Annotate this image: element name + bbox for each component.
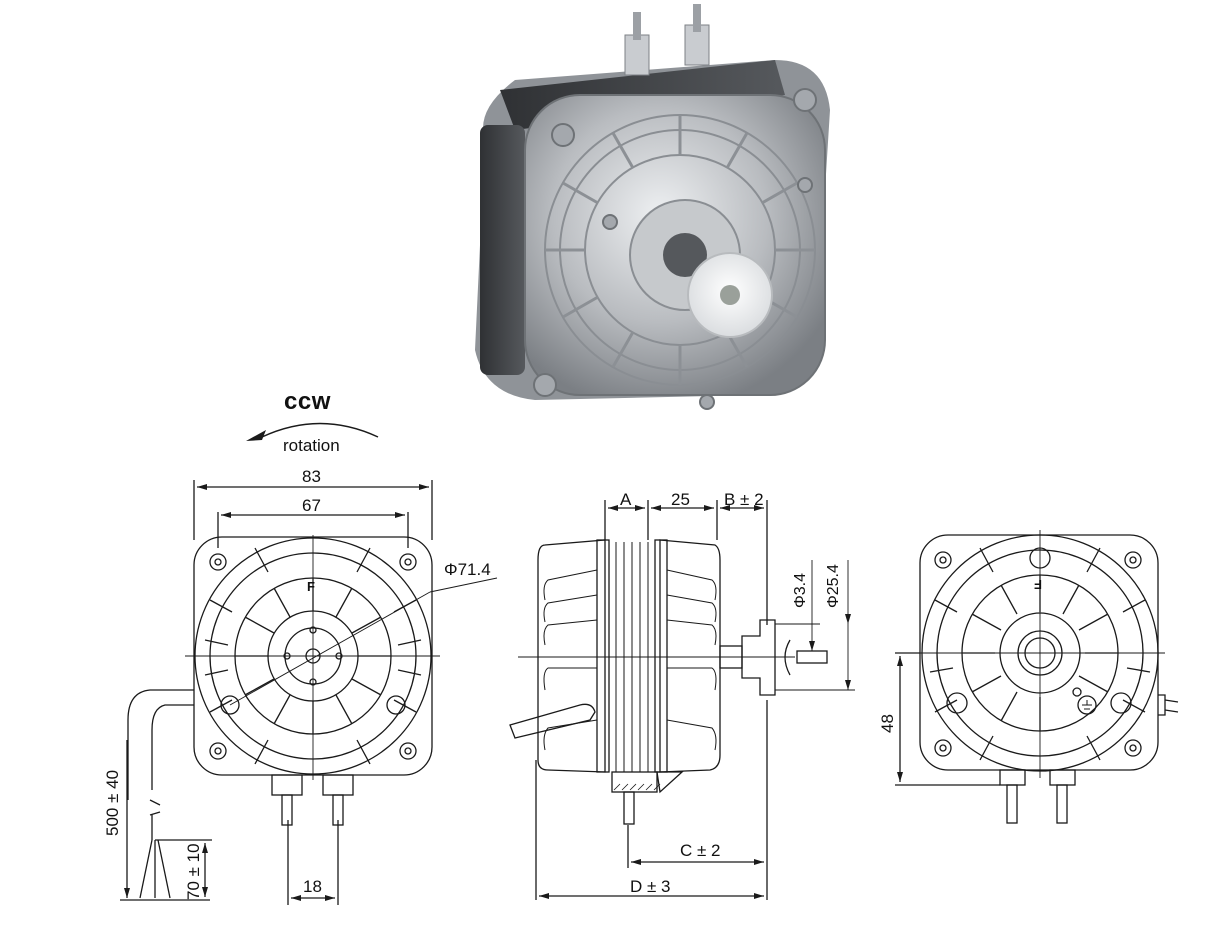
dim-b: B ± 2 (724, 490, 764, 509)
front-view-drawing (120, 480, 498, 905)
dim-terminal-spacing: 18 (303, 877, 322, 896)
dim-stack-length: 25 (671, 490, 690, 509)
rotation-direction-label: ccw (284, 388, 331, 415)
rear-view-drawing (895, 530, 1179, 824)
front-face-marker: F (307, 579, 315, 594)
dimension-arrowheads (124, 484, 903, 901)
dim-shaft-diameter: Φ3.4 (792, 572, 809, 608)
side-view-drawing (509, 500, 855, 900)
motor-photo-illustration (475, 4, 830, 410)
dim-d: D ± 3 (630, 877, 671, 896)
dim-flange-diameter: Φ25.4 (825, 564, 842, 608)
hatched-terminal-block (613, 783, 661, 791)
dim-shaft-height: 48 (878, 714, 897, 733)
rotation-caption: rotation (283, 436, 340, 455)
dim-housing-diameter: Φ71.4 (444, 560, 491, 579)
motor-photo (445, 0, 865, 420)
dim-overall-width: 83 (302, 467, 321, 486)
rear-face-marker: F (1034, 577, 1042, 592)
dim-mount-hole-spacing: 67 (302, 496, 321, 515)
dim-lead-strip-length: 70 ± 10 (184, 843, 203, 900)
dim-c: C ± 2 (680, 841, 721, 860)
dim-cable-length: 500 ± 40 (103, 769, 122, 836)
dim-a: A (620, 490, 632, 509)
